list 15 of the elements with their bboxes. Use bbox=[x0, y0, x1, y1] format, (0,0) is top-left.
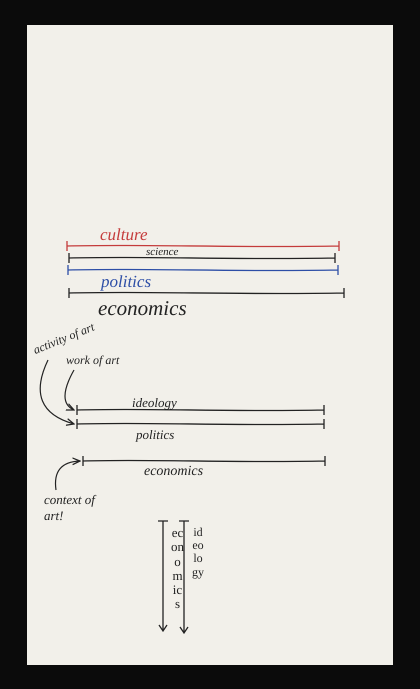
arrow bbox=[40, 360, 75, 426]
bar-label: culture bbox=[100, 226, 148, 243]
note-text: activity of art bbox=[32, 320, 96, 356]
bar-label: ideology bbox=[192, 526, 204, 579]
bar-label: science bbox=[146, 247, 178, 258]
note-text: context of art! bbox=[44, 492, 98, 524]
arrow bbox=[54, 458, 81, 490]
bar-label: ideology bbox=[132, 396, 177, 409]
bar-label: economics bbox=[171, 526, 184, 612]
bar-label: politics bbox=[101, 273, 152, 290]
note-text: work of art bbox=[66, 354, 120, 366]
bar-label: politics bbox=[136, 428, 174, 441]
bar-label: economics bbox=[98, 298, 187, 319]
arrow bbox=[64, 370, 75, 411]
bar-label: economics bbox=[144, 465, 204, 479]
